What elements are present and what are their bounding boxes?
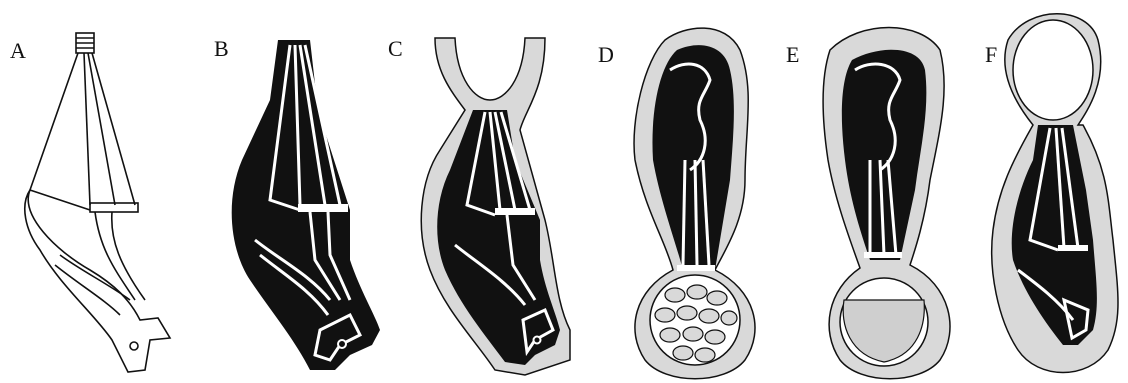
panel-f-drawing [968,0,1128,383]
panel-a-drawing [0,0,200,383]
panel-d-drawing [605,0,805,383]
panel-b-drawing [200,0,400,383]
panel-c-drawing [395,0,595,383]
